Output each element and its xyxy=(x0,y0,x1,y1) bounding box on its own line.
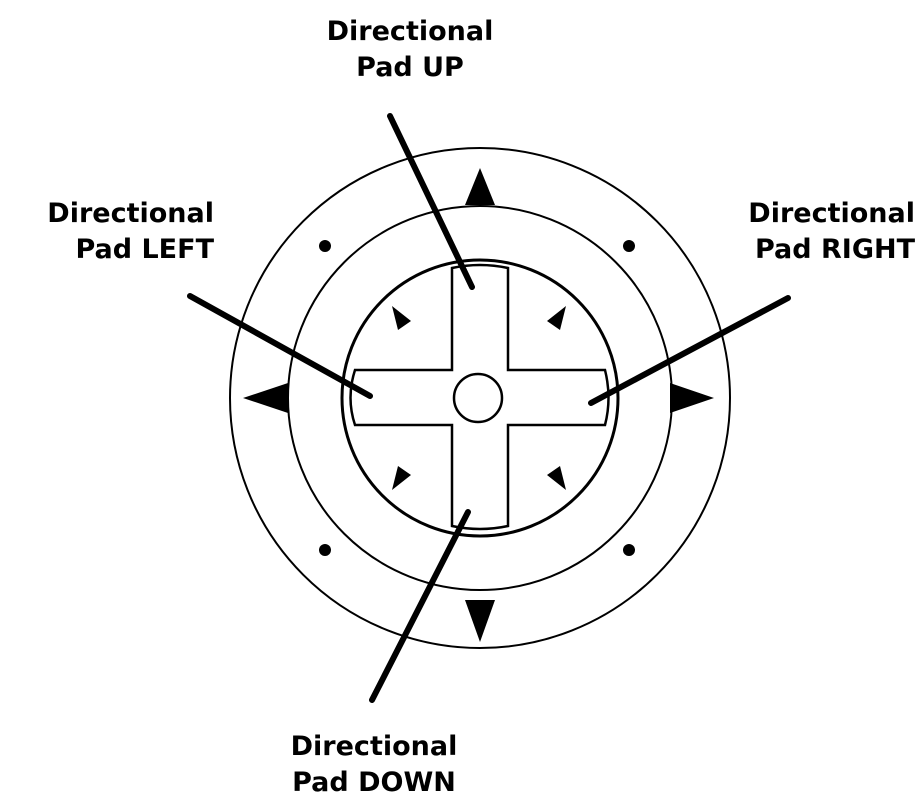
label-dpad-down: Directional Pad DOWN xyxy=(264,729,484,801)
dot-icon xyxy=(319,544,331,556)
arrow-right-icon xyxy=(670,383,714,413)
label-dpad-down-line1: Directional xyxy=(264,729,484,765)
label-dpad-right: Directional Pad RIGHT xyxy=(715,196,915,268)
leader-line-down xyxy=(372,512,468,700)
diagonal-arrow-icon xyxy=(392,466,411,490)
label-dpad-left-line1: Directional xyxy=(14,196,214,232)
label-dpad-up-line2: Pad UP xyxy=(300,50,520,86)
arrow-up-icon xyxy=(465,168,495,205)
label-dpad-up-line1: Directional xyxy=(300,14,520,50)
dot-icon xyxy=(623,544,635,556)
leader-line-up xyxy=(390,116,472,287)
label-dpad-left: Directional Pad LEFT xyxy=(14,196,214,268)
diagonal-arrow-icon xyxy=(547,306,566,330)
label-dpad-right-line1: Directional xyxy=(715,196,915,232)
label-dpad-up: Directional Pad UP xyxy=(300,14,520,86)
arrow-left-icon xyxy=(243,383,288,413)
label-dpad-down-line2: Pad DOWN xyxy=(264,765,484,801)
leader-line-left xyxy=(190,296,370,396)
dot-icon xyxy=(623,240,635,252)
arrow-down-icon xyxy=(465,600,495,642)
dot-icon xyxy=(319,240,331,252)
leader-line-right xyxy=(591,298,788,403)
label-dpad-right-line2: Pad RIGHT xyxy=(715,232,915,268)
diagonal-arrow-icon xyxy=(547,466,566,490)
label-dpad-left-line2: Pad LEFT xyxy=(14,232,214,268)
diagonal-arrow-icon xyxy=(392,306,411,330)
dpad-center-pivot xyxy=(454,374,502,422)
